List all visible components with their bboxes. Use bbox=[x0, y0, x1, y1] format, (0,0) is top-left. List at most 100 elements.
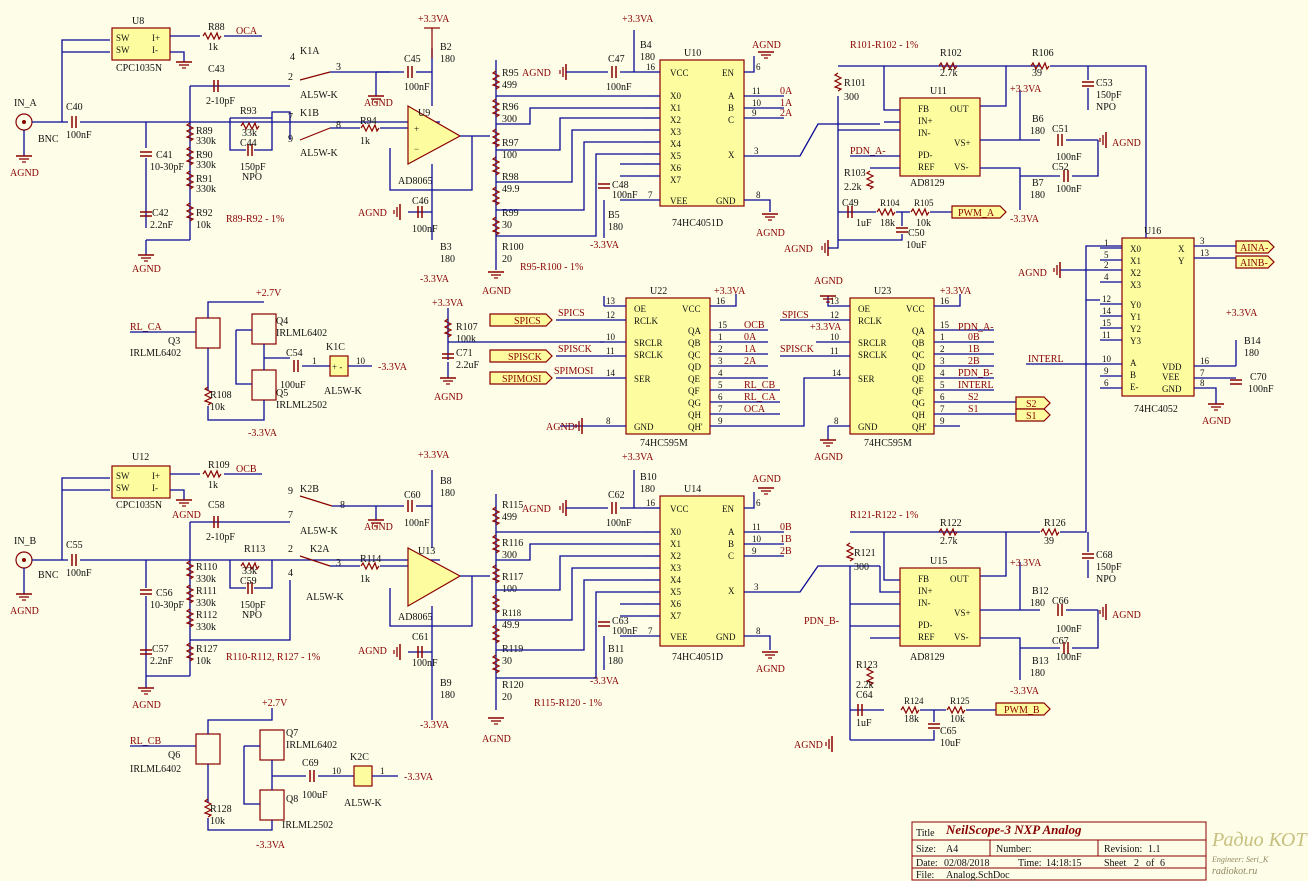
svg-text:499: 499 bbox=[502, 80, 517, 91]
svg-text:7: 7 bbox=[1200, 368, 1205, 378]
u15-type: AD8129 bbox=[910, 652, 944, 663]
svg-text:30: 30 bbox=[502, 220, 512, 231]
note-r101: R101-R102 - 1% bbox=[850, 40, 918, 51]
svg-text:REF: REF bbox=[918, 632, 935, 642]
svg-text:1k: 1k bbox=[208, 480, 218, 491]
svg-text:B4: B4 bbox=[640, 40, 652, 51]
m33-u9: -3.3VA bbox=[420, 274, 450, 285]
svg-text:B: B bbox=[728, 539, 734, 549]
svg-text:-3.3VA: -3.3VA bbox=[248, 428, 278, 439]
svg-text:IN+: IN+ bbox=[918, 116, 933, 126]
svg-text:9: 9 bbox=[288, 486, 293, 497]
svg-text:100nF: 100nF bbox=[404, 518, 430, 529]
svg-text:X4: X4 bbox=[670, 139, 681, 149]
svg-text:10-30pF: 10-30pF bbox=[150, 162, 184, 173]
svg-text:SRCLK: SRCLK bbox=[858, 350, 888, 360]
svg-text:AGND: AGND bbox=[132, 700, 161, 711]
svg-text:FB: FB bbox=[918, 104, 929, 114]
svg-text:R90: R90 bbox=[196, 150, 213, 161]
svg-text:2.2nF: 2.2nF bbox=[150, 220, 174, 231]
svg-text:150pF: 150pF bbox=[1096, 90, 1122, 101]
svg-text:C61: C61 bbox=[412, 632, 429, 643]
svg-text:K1C: K1C bbox=[326, 342, 345, 353]
svg-text:AGND: AGND bbox=[756, 228, 785, 239]
svg-text:B12: B12 bbox=[1032, 586, 1049, 597]
svg-text:100nF: 100nF bbox=[606, 82, 632, 93]
svg-text:C45: C45 bbox=[404, 54, 421, 65]
svg-text:FB: FB bbox=[918, 574, 929, 584]
svg-text:VS-: VS- bbox=[954, 162, 969, 172]
svg-text:9: 9 bbox=[1104, 366, 1109, 376]
svg-text:R89: R89 bbox=[196, 126, 213, 137]
svg-text:100uF: 100uF bbox=[302, 790, 328, 801]
svg-text:C63: C63 bbox=[612, 616, 629, 627]
svg-text:K2B: K2B bbox=[300, 484, 319, 495]
svg-text:X2: X2 bbox=[670, 551, 681, 561]
svg-text:2: 2 bbox=[288, 544, 293, 555]
svg-text:I-: I- bbox=[152, 45, 158, 55]
svg-text:1A: 1A bbox=[780, 98, 793, 109]
svg-text:7: 7 bbox=[940, 404, 945, 414]
svg-text:-3.3VA: -3.3VA bbox=[590, 240, 620, 251]
svg-text:+3.3VA: +3.3VA bbox=[940, 286, 972, 297]
svg-text:C54: C54 bbox=[286, 348, 303, 359]
svg-text:6: 6 bbox=[1160, 858, 1165, 869]
svg-text:C49: C49 bbox=[842, 198, 859, 209]
svg-text:Time:: Time: bbox=[1018, 858, 1042, 869]
u22-type: 74HC595M bbox=[640, 438, 688, 449]
svg-text:4: 4 bbox=[718, 368, 723, 378]
svg-text:AL5W-K: AL5W-K bbox=[300, 148, 339, 159]
svg-text:NPO: NPO bbox=[1096, 102, 1116, 113]
svg-text:C42: C42 bbox=[152, 208, 169, 219]
svg-text:+3.3VA: +3.3VA bbox=[1010, 84, 1042, 95]
svg-text:150pF: 150pF bbox=[240, 162, 266, 173]
svg-text:12: 12 bbox=[606, 310, 615, 320]
svg-text:+3.3VA: +3.3VA bbox=[432, 298, 464, 309]
u10-type: 74HC4051D bbox=[672, 218, 723, 229]
svg-text:C41: C41 bbox=[156, 150, 173, 161]
svg-text:180: 180 bbox=[640, 52, 655, 63]
svg-text:100nF: 100nF bbox=[404, 82, 430, 93]
svg-text:QC: QC bbox=[688, 350, 701, 360]
svg-text:AGND: AGND bbox=[482, 734, 511, 745]
svg-text:C56: C56 bbox=[156, 588, 173, 599]
svg-text:100nF: 100nF bbox=[1056, 652, 1082, 663]
svg-text:+3.3VA: +3.3VA bbox=[714, 286, 746, 297]
svg-text:0B: 0B bbox=[780, 522, 792, 533]
svg-text:File:: File: bbox=[916, 870, 934, 881]
svg-text:AGND: AGND bbox=[132, 264, 161, 275]
svg-text:GND: GND bbox=[858, 422, 878, 432]
svg-text:SER: SER bbox=[634, 374, 651, 384]
svg-text:Number:: Number: bbox=[996, 844, 1032, 855]
svg-text:AGND: AGND bbox=[482, 286, 511, 297]
svg-text:GND: GND bbox=[1162, 384, 1182, 394]
svg-text:2A: 2A bbox=[780, 108, 793, 119]
svg-text:R115: R115 bbox=[502, 500, 523, 511]
svg-text:180: 180 bbox=[608, 656, 623, 667]
svg-text:13: 13 bbox=[1200, 248, 1210, 258]
svg-text:C40: C40 bbox=[66, 102, 83, 113]
radiokot-logo: Радио КОТ bbox=[1211, 829, 1308, 851]
svg-text:K1B: K1B bbox=[300, 108, 319, 119]
svg-text:IRLML6402: IRLML6402 bbox=[130, 348, 181, 359]
svg-text:1uF: 1uF bbox=[856, 718, 872, 729]
svg-text:4: 4 bbox=[290, 52, 295, 63]
svg-text:2B: 2B bbox=[780, 546, 792, 557]
svg-text:180: 180 bbox=[1030, 598, 1045, 609]
svg-text:X: X bbox=[728, 150, 735, 160]
svg-text:AGND: AGND bbox=[522, 68, 551, 79]
spisck-port: SPISCK bbox=[508, 352, 543, 363]
svg-text:2: 2 bbox=[288, 72, 293, 83]
svg-text:RCLK: RCLK bbox=[858, 316, 883, 326]
p27-a: +2.7V bbox=[256, 288, 282, 299]
svg-text:49.9: 49.9 bbox=[502, 620, 520, 631]
svg-text:-3.3VA: -3.3VA bbox=[420, 720, 450, 731]
svg-text:AGND: AGND bbox=[752, 474, 781, 485]
svg-text:IN+: IN+ bbox=[918, 586, 933, 596]
sheet-file: Analog.SchDoc bbox=[946, 870, 1010, 881]
u12-type: CPC1035N bbox=[116, 500, 162, 511]
svg-text:R103: R103 bbox=[844, 168, 866, 179]
